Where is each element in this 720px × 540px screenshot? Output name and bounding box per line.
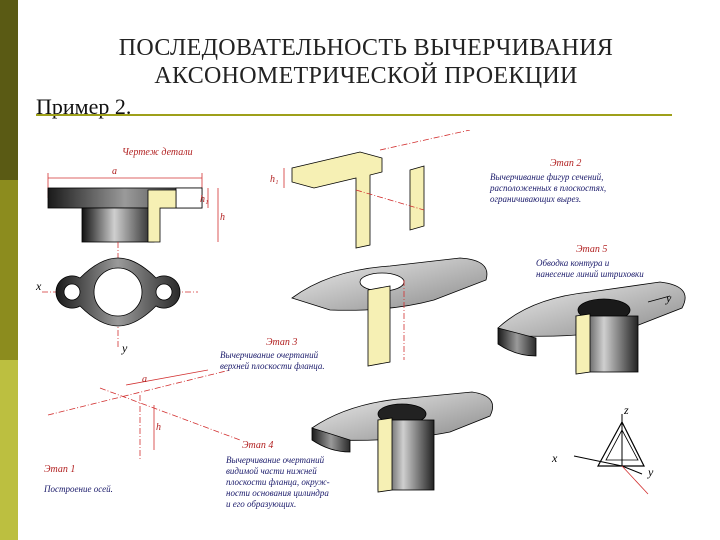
stage1-dim-h-label: h [156, 422, 161, 433]
axes-x-label: x [551, 451, 558, 465]
stage5-caption-2: нанесение линий штриховки [536, 269, 644, 279]
axonometric-figure: Чертеж детали a h h₁ x y a h Этап [35, 130, 686, 509]
top-view-hole-left [63, 283, 81, 301]
stage5-flange-side [497, 327, 537, 357]
top-view-hole-right [155, 283, 173, 301]
stage3-caption-1: Вычерчивание очертаний [220, 350, 319, 360]
stage5-axis-y [647, 295, 671, 303]
stage5-title: Этап 5 [576, 244, 607, 255]
sidebar-segment-mid [0, 180, 18, 360]
front-view-body [81, 207, 155, 243]
sidebar-decoration [0, 0, 18, 540]
title-underline [36, 114, 672, 116]
stage1-dim-a [125, 369, 209, 386]
stage4-caption-5: и его образующих. [226, 499, 296, 509]
dim-h-label: h [220, 212, 225, 223]
stage2-section-a [291, 151, 383, 249]
stage4-caption-2: видимой части нижней [226, 466, 317, 476]
stage3-title: Этап 3 [266, 337, 297, 348]
stage1-axis-y [99, 387, 241, 441]
axes-z-label: z [623, 403, 629, 417]
stage4-title: Этап 4 [242, 440, 273, 451]
axes-y-label: y [647, 465, 654, 479]
stage2-title: Этап 2 [550, 158, 581, 169]
stage1-caption: Построение осей. [43, 484, 113, 494]
stage2-dim-h1-label: h₁ [270, 174, 278, 185]
stage2-axis-2 [379, 130, 471, 151]
stage1-axis-x [47, 369, 231, 416]
top-view-bore [93, 267, 143, 317]
drawing-label: Чертеж детали [122, 147, 193, 158]
stage2-caption-1: Вычерчивание фигур сечений, [490, 172, 603, 182]
stage5-caption-1: Обводка контура и [536, 258, 610, 268]
stage2-caption-3: ограничивающих вырез. [490, 194, 581, 204]
stage4-caption-4: ности основания цилиндра [226, 488, 329, 498]
stage2-section-b [409, 165, 425, 231]
front-view-notch [175, 187, 203, 209]
stage1: a h Этап 1 Построение осей. [43, 369, 241, 494]
dim-a-label: a [112, 166, 117, 177]
stage5-section [575, 313, 591, 375]
sidebar-segment-light [0, 360, 18, 540]
slide-subtitle: Пример 2. [36, 94, 132, 119]
front-view-section [147, 189, 177, 243]
stage4-caption-3: плоскости фланца, окруж- [226, 477, 330, 487]
stage1-dim-a-label: a [142, 374, 147, 385]
stage4-section [377, 417, 393, 493]
stage4-flange-side [311, 427, 351, 453]
stage3-section [367, 285, 391, 367]
top-view-y-label: y [121, 341, 128, 355]
axes-y-line [621, 465, 643, 475]
stage5: Этап 5 Обводка контура и нанесение линий… [497, 244, 686, 375]
stage1-title: Этап 1 [44, 464, 75, 475]
top-view-x-label: x [35, 279, 42, 293]
axes-triangle [596, 420, 645, 467]
stage4-caption-1: Вычерчивание очертаний [226, 455, 325, 465]
dim-h1-label: h₁ [200, 194, 208, 205]
stage3: Этап 3 Вычерчивание очертаний верхней пл… [220, 257, 488, 371]
sidebar-segment-dark [0, 0, 18, 180]
axes-triangle-inner [605, 429, 639, 461]
stage4: Этап 4 Вычерчивание очертаний видимой ча… [226, 391, 494, 509]
stage2-axis [355, 189, 425, 211]
stage2: h₁ Этап 2 Вычерчивание фигур сечений, ра… [270, 130, 606, 249]
stage2-caption-2: расположенных в плоскостях, [489, 183, 606, 193]
stage5-y-label: y [665, 291, 672, 305]
axes-x-line [573, 455, 623, 467]
axes-diagram: z x y [551, 403, 654, 495]
axes-dim-line [621, 465, 649, 495]
part-drawing: Чертеж детали a h h₁ x y [35, 147, 225, 355]
stage3-caption-2: верхней плоскости фланца. [220, 361, 325, 371]
slide-title: ПОСЛЕДОВАТЕЛЬНОСТЬ ВЫЧЕРЧИВАНИЯ АКСОНОМЕ… [118, 35, 614, 89]
